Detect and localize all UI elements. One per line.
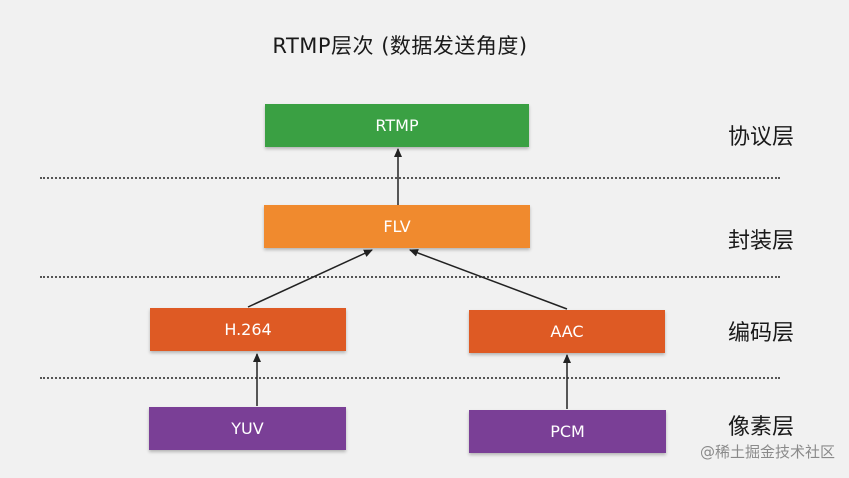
- layer-label-pixel: 像素层: [728, 415, 795, 440]
- divider-codec-pixel: [40, 377, 780, 379]
- node-rtmp-label: RTMP: [375, 116, 419, 135]
- node-pcm: PCM: [469, 410, 666, 453]
- node-rtmp: RTMP: [265, 104, 529, 147]
- arrow-aac-to-flv: [409, 249, 568, 310]
- node-yuv: YUV: [149, 407, 346, 450]
- layer-label-codec: 编码层: [728, 321, 795, 346]
- node-h264-label: H.264: [224, 320, 272, 339]
- divider-container-codec: [40, 276, 780, 278]
- layer-label-container: 封装层: [728, 229, 795, 254]
- node-pcm-label: PCM: [550, 422, 585, 441]
- divider-protocol-container: [40, 177, 780, 179]
- node-yuv-label: YUV: [231, 419, 264, 438]
- node-flv-label: FLV: [383, 217, 411, 236]
- node-h264: H.264: [150, 308, 346, 351]
- diagram-title: RTMP层次 (数据发送角度): [272, 34, 528, 58]
- node-aac-label: AAC: [550, 322, 584, 341]
- arrow-h264-to-flv: [247, 249, 373, 308]
- watermark: @稀土掘金技术社区: [699, 443, 835, 461]
- layer-label-protocol: 协议层: [728, 125, 795, 150]
- node-flv: FLV: [264, 205, 530, 248]
- node-aac: AAC: [469, 310, 665, 353]
